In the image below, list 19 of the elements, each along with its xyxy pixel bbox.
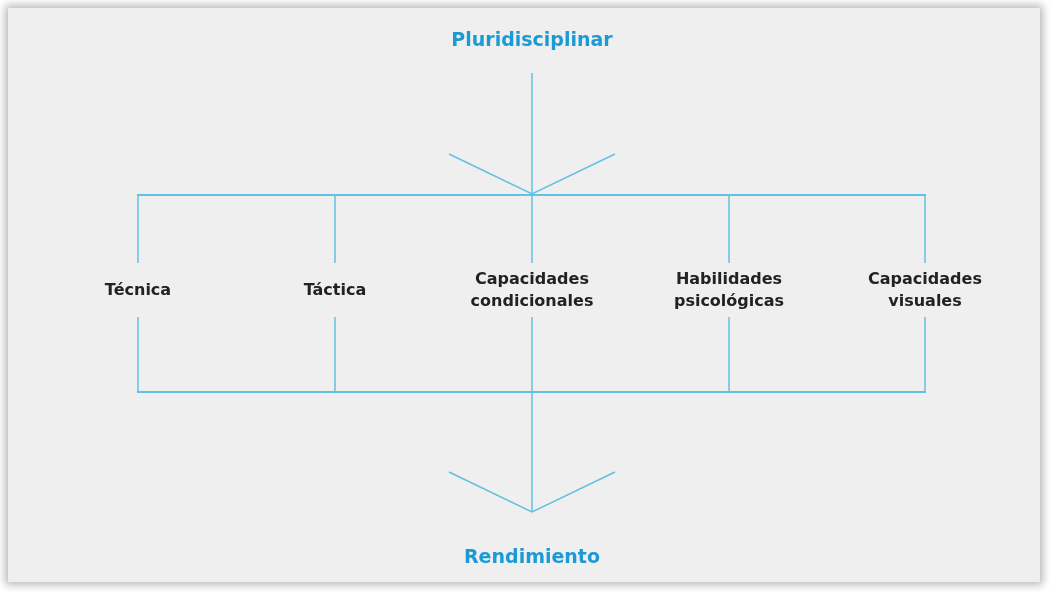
- connector-line: [531, 316, 533, 392]
- arrow: [448, 392, 616, 513]
- node-label: Pluridisciplinar: [451, 28, 613, 50]
- node-label: Habilidades psicológicas: [672, 268, 786, 312]
- node-label: Capacidades condicionales: [469, 268, 595, 312]
- node-label: Técnica: [104, 279, 172, 301]
- arrow: [448, 72, 616, 195]
- connector-line: [334, 316, 336, 392]
- connector-line: [728, 195, 730, 264]
- connector-line: [924, 195, 926, 264]
- connector-line: [334, 195, 336, 264]
- connector-line: [137, 316, 139, 392]
- connector-line: [924, 316, 926, 392]
- connector-line: [137, 195, 139, 264]
- connector-line: [531, 195, 533, 264]
- connector-line: [728, 316, 730, 392]
- node-label: Capacidades visuales: [867, 268, 983, 312]
- node-label: Rendimiento: [464, 545, 600, 567]
- node-label: Táctica: [303, 279, 367, 301]
